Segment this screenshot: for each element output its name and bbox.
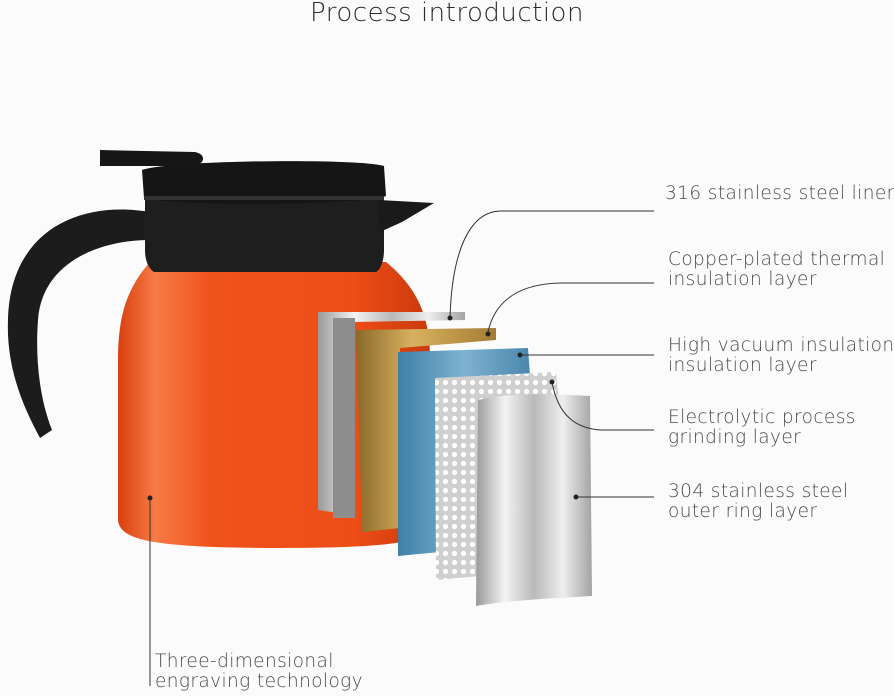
layer-304-outer — [476, 394, 592, 606]
kettle-lid — [142, 161, 386, 204]
label-304-outer: 304 stainless steel outer ring layer — [668, 481, 849, 522]
leader-316 — [449, 210, 654, 319]
lid-trigger — [100, 150, 204, 166]
label-vacuum-layer: High vacuum insulation insulation layer — [668, 335, 894, 376]
lid-seam — [144, 196, 384, 200]
layer-copper — [356, 328, 496, 532]
layer-vacuum — [398, 348, 530, 556]
kettle-spout — [378, 200, 434, 232]
leader-copper — [487, 282, 654, 333]
kettle-handle — [7, 209, 150, 438]
label-body-feature: Three-dimensional engraving technology — [155, 651, 364, 692]
label-copper-layer: Copper-plated thermal insulation layer — [668, 249, 886, 290]
layer-grinding — [435, 372, 558, 580]
label-316-liner: 316 stainless steel liner — [665, 183, 894, 204]
label-grinding-layer: Electrolytic process grinding layer — [668, 407, 856, 448]
page-title: Process introduction — [310, 0, 584, 28]
kettle-shoulder — [145, 198, 384, 272]
leader-grinding — [551, 381, 654, 431]
